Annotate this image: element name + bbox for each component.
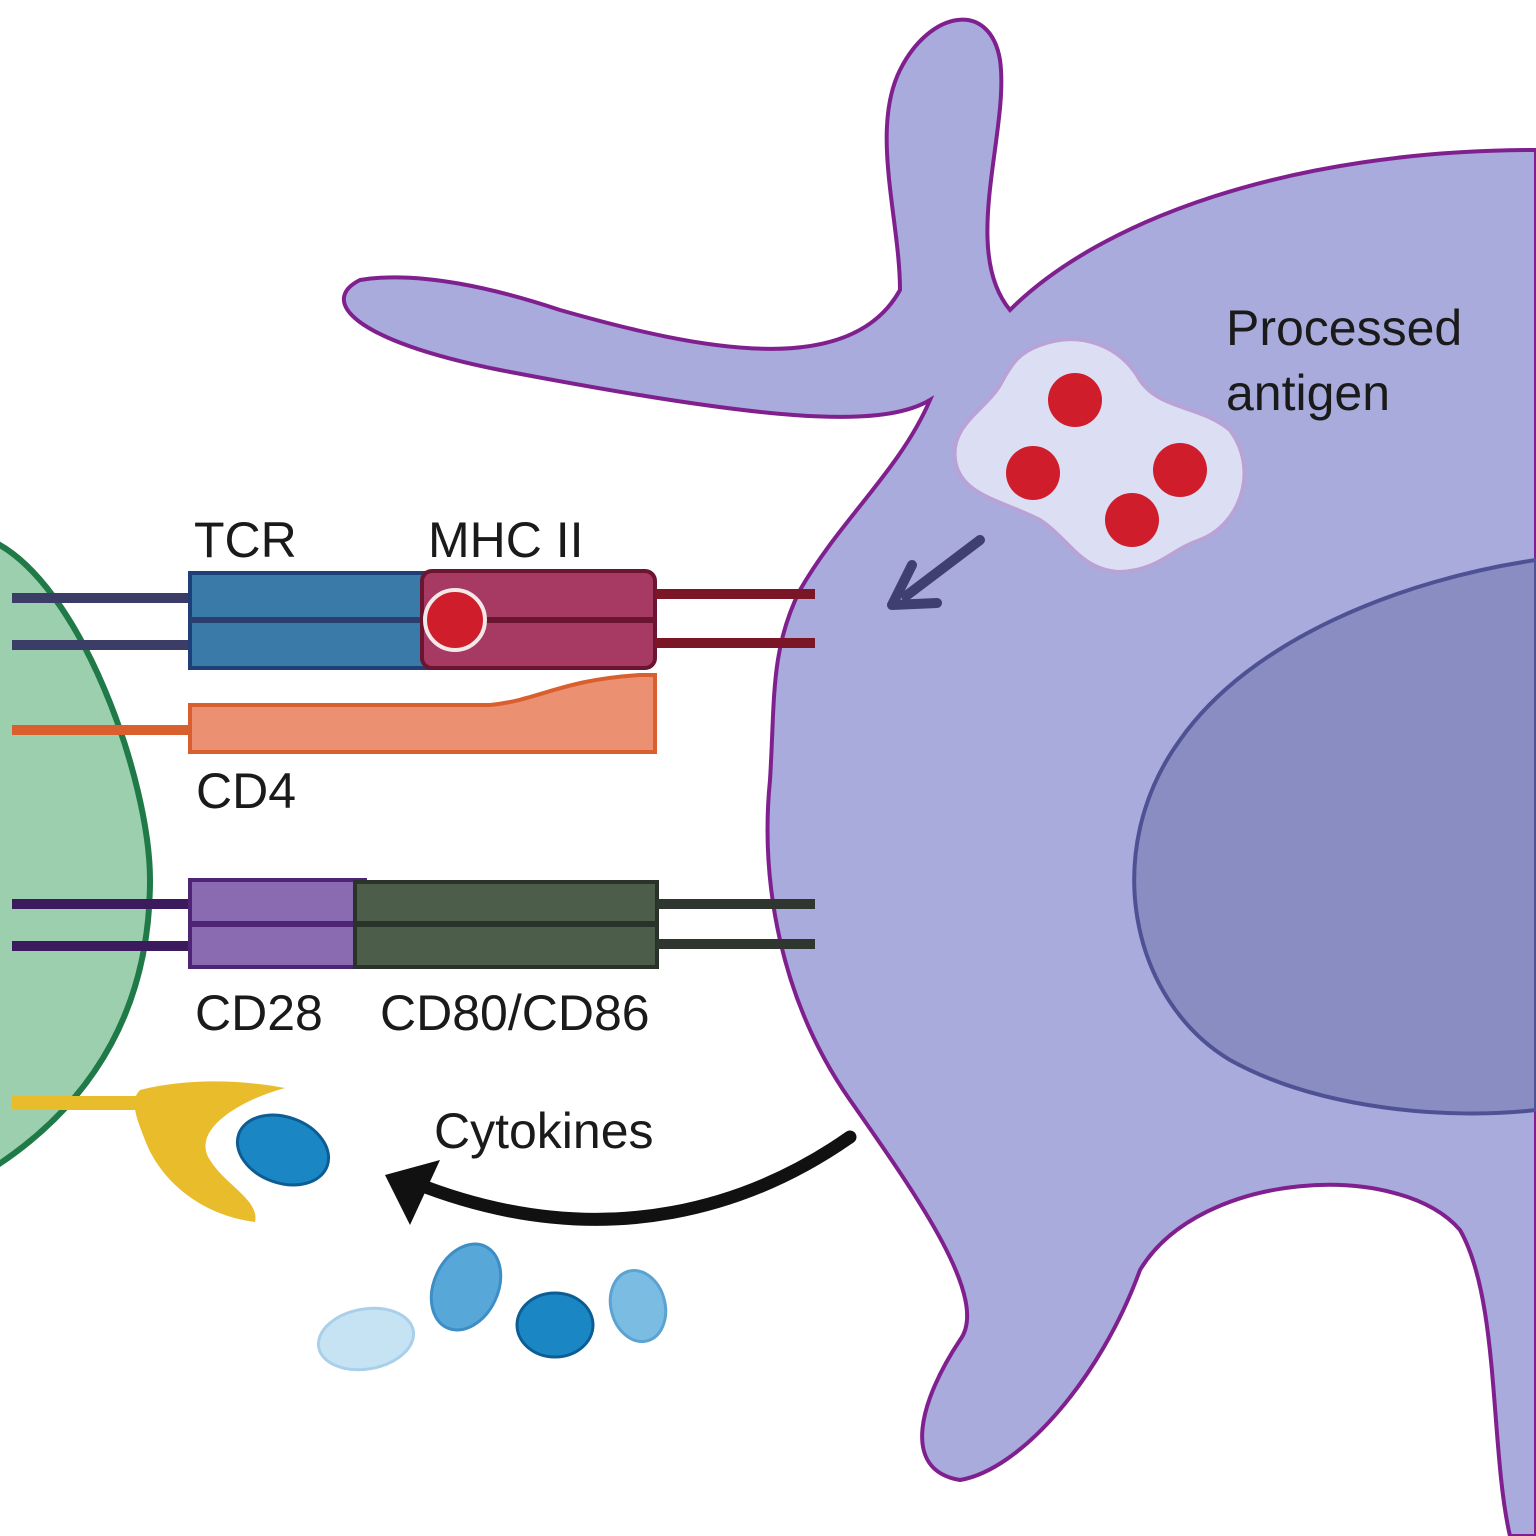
cytokine: [515, 1291, 595, 1359]
label-mhc2: MHC II: [428, 512, 584, 568]
nucleus: [1132, 557, 1536, 1116]
antigen-dot: [1153, 443, 1207, 497]
cd28-cd80-complex: [12, 878, 815, 969]
t-cell: [0, 541, 154, 1167]
cytokine: [316, 1306, 416, 1372]
cytokine: [608, 1269, 668, 1343]
antigen-dot: [1006, 446, 1060, 500]
antigen-transport-arrow: [901, 535, 985, 601]
tcr-mhc-complex: [12, 569, 815, 670]
antigen-presenting-cell: [341, 17, 1536, 1536]
antigen-vesicle: [952, 337, 1247, 575]
antigen-transport-arrowhead: [887, 560, 942, 610]
presented-antigen: [423, 588, 487, 652]
antigen-dot: [1048, 373, 1102, 427]
cytokine: [235, 1113, 331, 1187]
cytokine-secretion-arrowhead: [385, 1160, 440, 1225]
label-cd80-cd86: CD80/CD86: [380, 985, 650, 1041]
antigen-dot: [1105, 493, 1159, 547]
cd4-coreceptor: [12, 673, 657, 754]
label-processed-antigen-line2: antigen: [1226, 365, 1390, 421]
label-tcr: TCR: [194, 512, 297, 568]
label-processed-antigen-line1: Processed: [1226, 300, 1462, 356]
cytokine-secretion-arrow: [408, 1130, 857, 1226]
cytokines: [235, 1113, 668, 1372]
label-cd4: CD4: [196, 763, 296, 819]
label-cd28: CD28: [195, 985, 323, 1041]
cytokine-receptor: [12, 1081, 285, 1222]
cytokine: [429, 1242, 503, 1332]
label-cytokines: Cytokines: [434, 1103, 654, 1159]
